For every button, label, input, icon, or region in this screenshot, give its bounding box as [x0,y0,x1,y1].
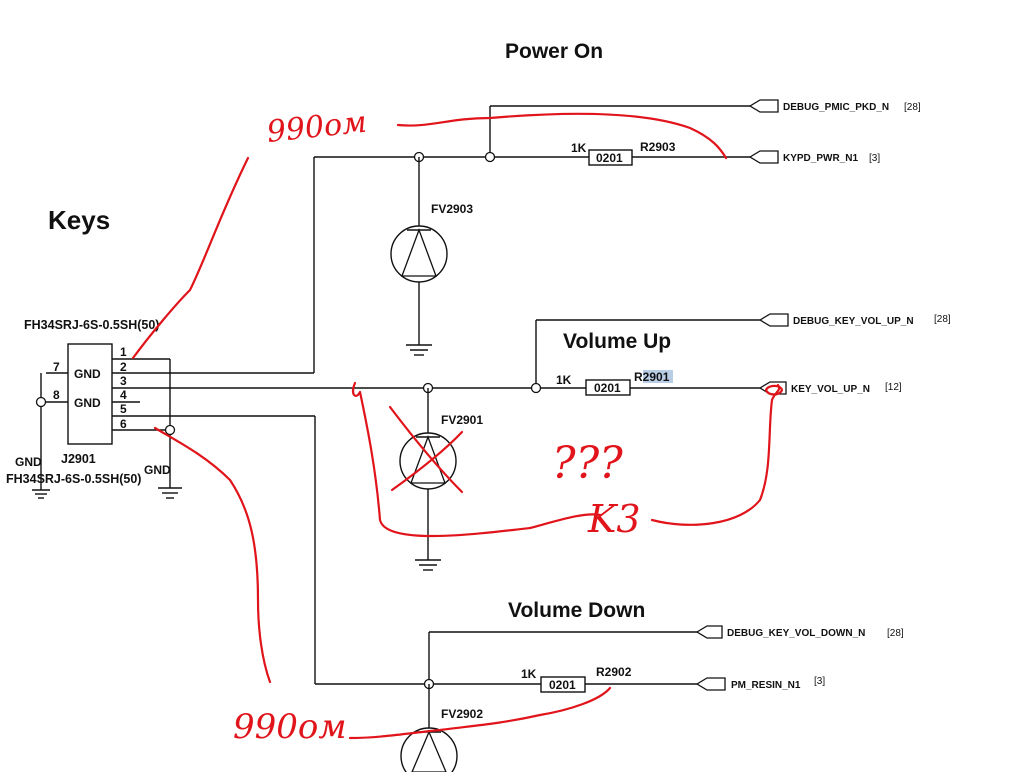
right-gnd-label: GND [144,463,171,477]
fv2902-tvs-symbol [400,727,458,772]
debug-vol-down-net: DEBUG_KEY_VOL_DOWN_N [727,628,865,639]
left-gnd-label: GND [15,455,42,469]
volume-up-title: Volume Up [563,330,671,353]
pin-7-label: 7 [53,360,60,374]
power-on-title: Power On [505,40,603,63]
r2901-ref: R2901 [634,370,670,384]
connector-part-number-top: FH34SRJ-6S-0.5SH(50) [24,318,159,332]
annotation-top-measurement: 990ом [265,105,368,150]
left-ground-symbol [32,373,50,499]
pm-resin-flag [695,677,726,691]
r2902-ref: R2902 [596,665,632,679]
red-annotation-strokes [131,112,784,740]
pin-6-label: 6 [120,417,127,431]
fv2901-tvs-symbol [399,432,457,490]
r2901-value: 1K [556,373,572,387]
volume-down-wiring [140,415,697,728]
pin-3-label: 3 [120,374,127,388]
volume-down-title: Volume Down [508,599,645,622]
annotation-k3: K3 [587,497,641,541]
connector-gnd-label-a: GND [74,367,101,381]
pin-1-label: 1 [120,345,127,359]
debug-vol-up-net: DEBUG_KEY_VOL_UP_N [793,316,914,327]
keys-title: Keys [48,205,110,235]
r2901-resistor [585,370,673,396]
right-ground-symbol [140,358,182,499]
kypd-pwr-net: KYPD_PWR_N1 [783,153,858,164]
pin-5-label: 5 [120,402,127,416]
power-on-wiring [140,105,750,374]
r2903-package: 0201 [596,151,623,165]
volume-up-wiring [140,319,760,571]
r2902-value: 1K [521,667,537,681]
pin-8-label: 8 [53,388,60,402]
pin-4-label: 4 [120,388,127,402]
debug-vol-down-page: [28] [887,628,904,639]
kypd-pwr-flag [748,150,779,164]
r2903-ref: R2903 [640,140,676,154]
debug-vol-up-flag [758,313,789,327]
fv2903-tvs-symbol [390,225,448,283]
debug-vol-down-flag [695,625,723,639]
r2902-package: 0201 [549,678,576,692]
debug-vol-up-page: [28] [934,314,951,325]
r2903-value: 1K [571,141,587,155]
r2903-resistor [588,149,633,166]
connector-body [67,343,113,445]
key-vol-up-net: KEY_VOL_UP_N [791,384,870,395]
annotation-question-marks: ??? [552,438,623,489]
r2902-resistor [540,676,586,693]
r2901-package: 0201 [594,381,621,395]
debug-pmic-net: DEBUG_PMIC_PKD_N [783,102,889,113]
annotation-bottom-measurement: 990ом [233,707,347,747]
pin-2-label: 2 [120,360,127,374]
debug-pmic-flag [748,99,779,113]
pm-resin-page: [3] [814,676,825,687]
pm-resin-net: PM_RESIN_N1 [731,680,801,691]
connector-designator: J2901 [61,452,96,466]
connector-pin-stubs [46,358,140,431]
debug-pmic-page: [28] [904,102,921,113]
kypd-pwr-page: [3] [869,153,880,164]
connector-gnd-label-b: GND [74,396,101,410]
fv2903-label: FV2903 [431,202,473,216]
fv2902-label: FV2902 [441,707,483,721]
connector-part-number-bottom: FH34SRJ-6S-0.5SH(50) [6,472,141,486]
key-vol-up-page: [12] [885,382,902,393]
fv2901-label: FV2901 [441,413,483,427]
